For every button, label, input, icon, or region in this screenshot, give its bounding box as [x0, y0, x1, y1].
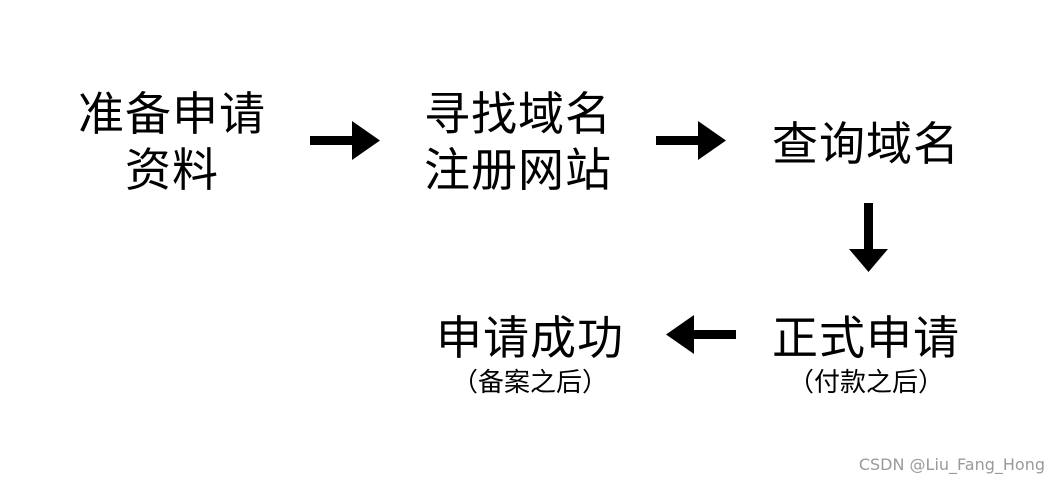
step-formal-application: 正式申请 （付款之后）	[766, 310, 966, 400]
step-prepare-line-2: 资料	[125, 143, 219, 197]
step-success-title: 申请成功	[436, 311, 624, 365]
step-query-domain: 查询域名	[766, 116, 966, 172]
step-apply-note: （付款之后）	[787, 368, 944, 398]
step-apply-title: 正式申请	[772, 311, 960, 365]
arrow-right-icon	[310, 121, 380, 160]
watermark: CSDN @Liu_Fang_Hong	[858, 455, 1045, 474]
step-prepare-materials: 准备申请 资料	[72, 86, 272, 198]
step-find-line-2: 注册网站	[424, 143, 612, 197]
arrow-left-icon	[666, 315, 736, 354]
step-find-registrar: 寻找域名 注册网站	[418, 86, 618, 198]
arrow-right-icon	[656, 121, 726, 160]
step-prepare-line-1: 准备申请	[78, 87, 266, 141]
step-application-success: 申请成功 （备案之后）	[430, 310, 630, 400]
step-query-line-1: 查询域名	[772, 117, 960, 171]
step-success-note: （备案之后）	[451, 368, 608, 398]
arrow-down-icon	[849, 203, 888, 272]
step-find-line-1: 寻找域名	[424, 87, 612, 141]
